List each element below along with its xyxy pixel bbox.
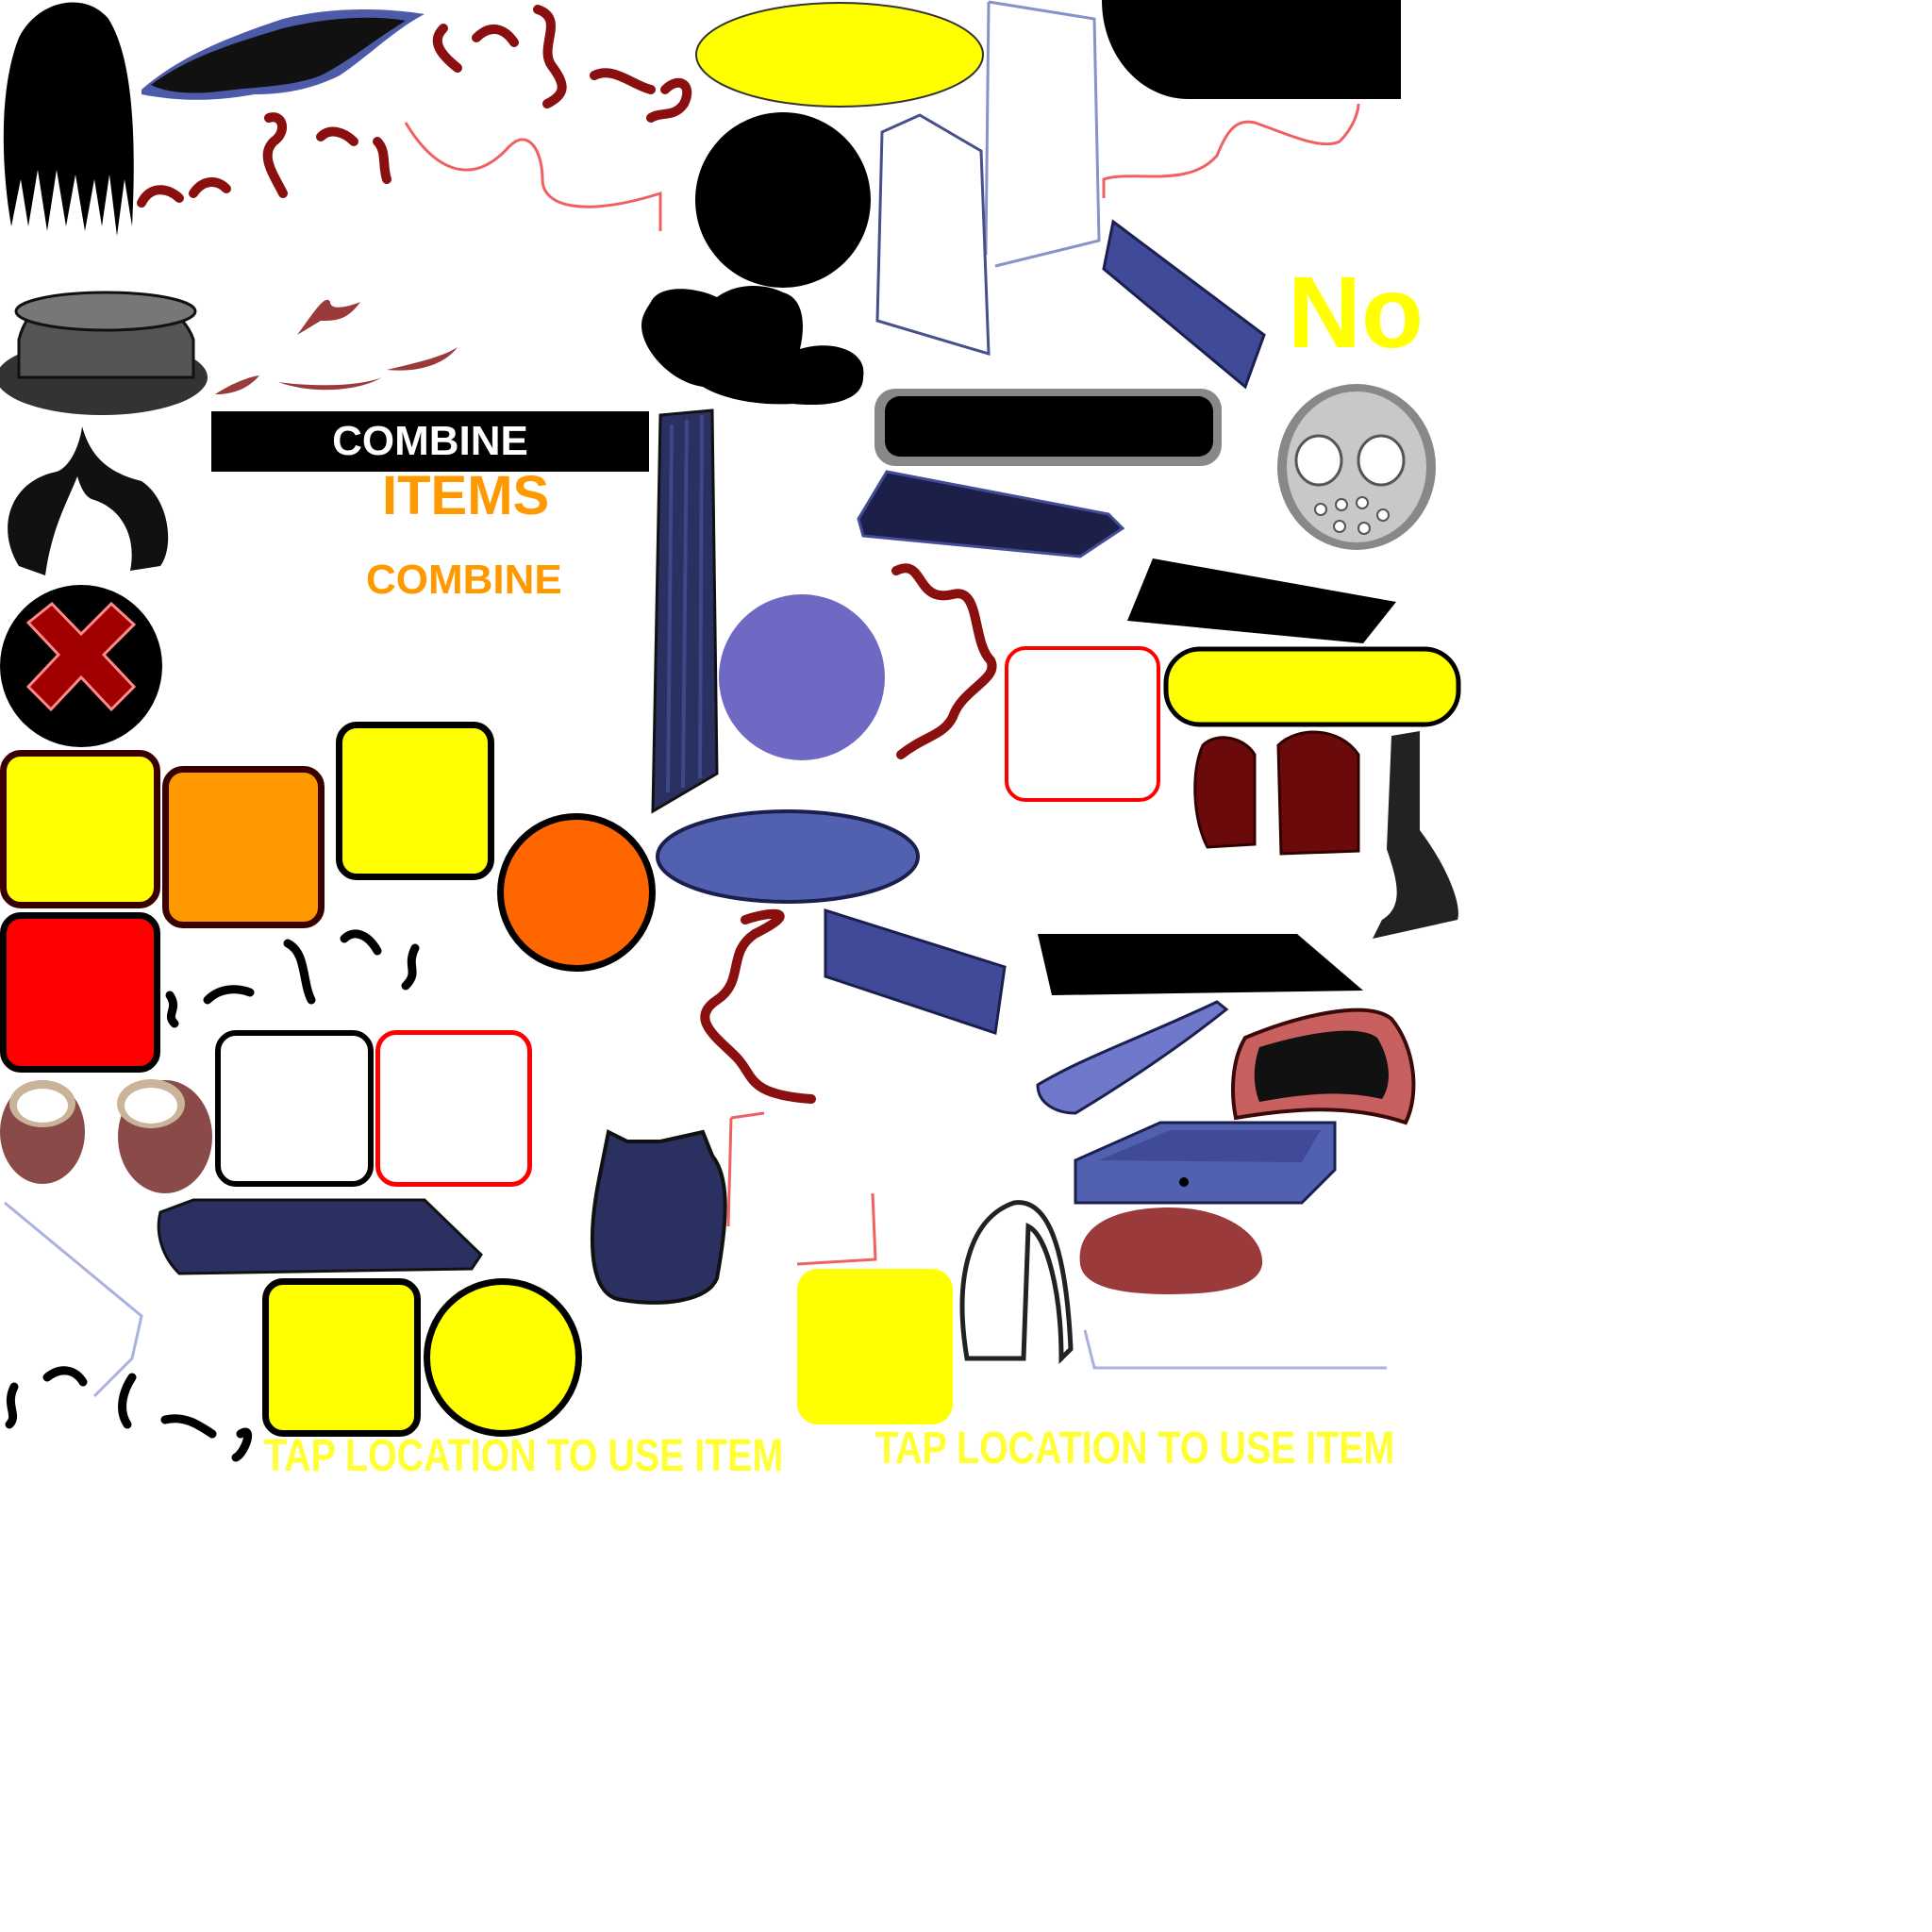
inventory-slot-yellow-3[interactable] (262, 1278, 421, 1437)
boot-icon (1193, 736, 1257, 849)
items-label: ITEMS (382, 465, 550, 526)
inventory-slot-empty-red-right[interactable] (1005, 646, 1160, 802)
tap-hint-left: TAP LOCATION TO USE ITEM (264, 1431, 784, 1481)
tap-hint-right: TAP LOCATION TO USE ITEM (875, 1424, 1395, 1474)
skull-mask-icon (1277, 384, 1436, 550)
worm-icon (137, 5, 692, 208)
shoes-icon (0, 1079, 212, 1193)
red-blob (1079, 1208, 1263, 1294)
inventory-slot-yellow-2[interactable] (336, 722, 494, 880)
periwinkle-circle (719, 594, 885, 760)
close-x-icon (0, 585, 162, 747)
inventory-slot-yellow-1[interactable] (0, 750, 160, 908)
hair-arch-icon (8, 426, 169, 575)
sprite-sheet-canvas (0, 0, 1461, 1462)
yellow-pill (1163, 646, 1461, 727)
drawer-icon (1074, 1121, 1337, 1205)
combine-banner[interactable]: COMBINE (211, 411, 649, 472)
inventory-slot-red[interactable] (0, 912, 160, 1073)
inventory-slot-orange[interactable] (162, 766, 325, 928)
mustache-icon (297, 299, 360, 335)
black-circle (695, 112, 871, 288)
blue-plank-icon (1102, 219, 1266, 390)
orange-circle-button[interactable] (497, 813, 656, 972)
black-panel (1102, 0, 1401, 99)
yellow-circle-button[interactable] (424, 1278, 582, 1437)
inventory-slot-empty-black[interactable] (215, 1030, 374, 1187)
scarf-icon (1036, 1000, 1229, 1115)
no-label[interactable]: No (1288, 255, 1424, 369)
hair-strands-icon (3, 2, 134, 236)
blue-oval (656, 809, 920, 904)
hat-icon (0, 291, 208, 415)
inventory-slot-yellow-4[interactable] (797, 1269, 953, 1424)
inventory-slot-empty-red[interactable] (375, 1030, 532, 1187)
combine-label[interactable]: COMBINE (366, 557, 562, 603)
backpack-icon (590, 1129, 727, 1305)
mouth-icon (1231, 1008, 1416, 1125)
yellow-oval (695, 2, 984, 108)
